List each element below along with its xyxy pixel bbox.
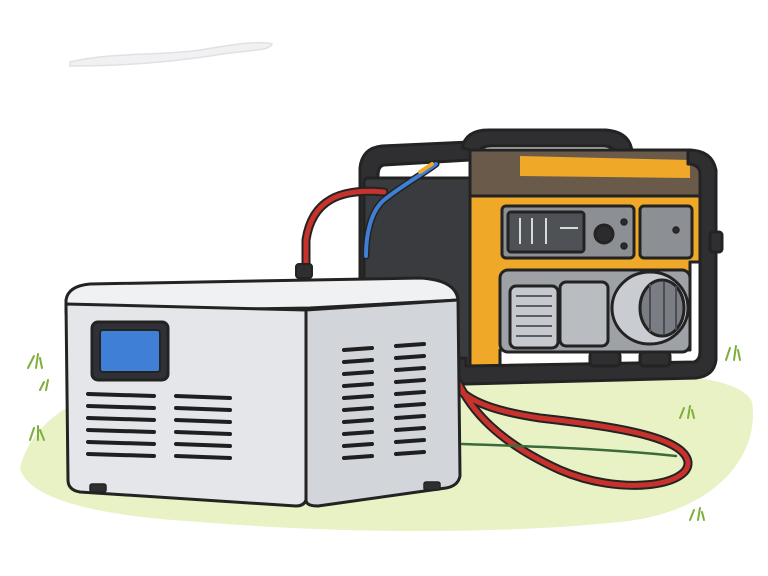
front-vents [86,392,232,460]
generator-engine [498,268,692,354]
inverter-box [64,276,462,508]
grass-tufts [27,345,741,521]
cloud [69,41,273,67]
generator-side-panel [638,204,694,260]
display-screen [99,329,161,373]
side-vents [342,342,426,460]
generator-knob [593,223,615,245]
green-cable [460,442,678,458]
box-side [304,298,462,508]
